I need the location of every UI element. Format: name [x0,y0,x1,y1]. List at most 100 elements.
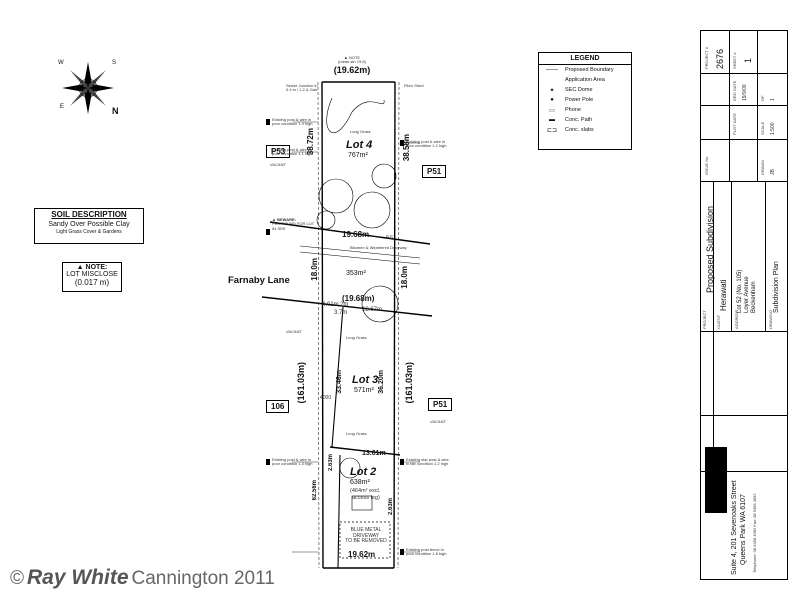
scale-label: SCALE [760,121,765,135]
warning-icon: ▲ [343,55,348,60]
fibro-note: Fibro Shed [404,83,424,88]
dim-lot3-bottom: 13.61m [362,450,386,457]
legend-item-label: Conc. slabs [565,127,594,133]
legend-item: ▭ Phone [539,105,631,115]
issue-label: ISSUE No. [704,155,709,175]
bitumen-note: Bitumen & Weathered Driveway [350,245,407,250]
phone-icon: ▭ [549,107,555,114]
long-grass: Long Grass [346,335,367,340]
trees [316,97,399,479]
lot-boundary [261,81,433,569]
drg-date-label: DRG DATE [732,80,737,101]
dim-lane-bottom: 13.67m [362,307,383,313]
drawn-label: DRAWN [760,160,765,175]
dim-lane-small: 2m [340,302,349,308]
lot-misclose-note: ▲ NOTE: LOT MISCLOSE (0.017 m) [62,262,122,292]
dim-lane-mid: (19.68m) [342,294,375,303]
adjacent-lot-106: 106 [266,400,290,413]
top-note: ▲ NOTE (meas stn 19.6) (19.62m) [322,55,382,75]
company-address2: Queens Park WA 6107 [740,494,747,565]
soil-description: SOIL DESCRIPTION Sandy Over Possible Cla… [34,208,144,244]
dim-lot4-bottom: 19.68m [342,230,370,239]
sec-dome-icon: ✦ [549,87,555,94]
adjacent-lot-p51-top: P51 [422,165,447,178]
lot-2-note: access leg) [352,495,380,501]
dim-long-right: (161.03m) [404,362,414,404]
legend-item: ⊏⊐ Conc. slabs [539,125,631,135]
drg-date: 19/9/09 [742,84,748,101]
boundary-line-icon: —— [546,67,558,73]
dim-lot2-left: 62.56m [312,480,318,501]
legend-title: LEGEND [539,53,631,65]
soil-line1: Sandy Over Possible Clay [48,221,130,228]
compass-label-w: W [58,60,64,66]
compass-label-n: N [112,106,119,116]
drawn-value: JB [770,169,776,175]
legend-item: Application Area [539,75,631,85]
note-top-sub: (meas stn 19.6) [338,59,366,65]
vacant-label: VACANT [430,419,446,424]
soil-title: SOIL DESCRIPTION [51,210,127,219]
lot-4-label: Lot 4 [346,139,373,151]
legend-item: ▬ Conc. Path [539,115,631,125]
title-block: PROJECT # 2676 DRG DATE 19/9/09 SHEET # … [700,30,788,580]
conc-path-icon: ▬ [549,117,555,123]
lot-4-area: 767m² [348,152,368,159]
note-line1: LOT MISCLOSE [66,271,118,278]
legend-item-label: Phone [565,107,581,113]
lot-2-area: 638m² [350,479,370,486]
top-dimension: (19.62m) [333,64,371,75]
drawing-name: Subdivision Plan [773,261,780,313]
adjacent-lot-p53: P53 [266,145,291,158]
beware-note: ▲ BEWARE: PEG FOUND FOR LOT 54 SEE [272,217,316,231]
scale-value: 1:500 [770,122,776,135]
dim-lot2-diag: 2.63m [328,454,334,472]
dim-long-left: (161.03m) [296,362,306,404]
vacant-label: VACANT [270,162,286,167]
fence-note: Existing star post & wire in fair condit… [406,457,449,467]
sheet-label: SHEET # [732,52,737,69]
adjacent-lot-p51-bottom: P51 [428,398,453,411]
compass-label-e: E [60,104,65,110]
copyright-symbol: © [10,568,24,589]
fence-note: Existing post & wire in poor condition 1… [272,117,313,127]
legend: LEGEND —— Proposed Boundary Application … [538,52,632,150]
long-grass: Long Grass [346,431,367,436]
compass-label-s: S [112,60,117,66]
address-line2: Loyer Avenue [744,276,750,313]
legend-item-label: Application Area [565,77,605,83]
dim-bottom: 19.62m [348,550,376,559]
beware-title: ▲ BEWARE: [272,217,296,222]
dim-lane-small: 4.01m [322,302,339,308]
dim-lane-right: 18.0m [400,266,409,289]
fence-note: Existing post & wire in poor condition 1… [406,139,447,149]
sheet-total: 1 [770,98,776,101]
long-grass: Long Grass [350,129,371,134]
warning-icon: ▲ [76,264,84,271]
company-address1: Suite 4, 201 Sevenoaks Street [731,480,738,575]
address-line3: Beckenham [751,281,757,313]
project-name: Proposed Subdivision [705,205,715,293]
fence-note: Existing post & wire in poor condition 1… [272,457,313,467]
watermark: © Ray White Cannington 2011 [10,566,275,590]
dim-lot3-right: 36.20m [378,370,385,394]
sheet-no: 1 [743,57,753,63]
dim-lot2-right: 2.63m [388,498,394,516]
legend-item-label: Proposed Boundary [565,67,614,73]
lane-area: 353m² [346,270,366,277]
watermark-suffix: Cannington 2011 [131,568,275,589]
lot-2-note: (464m² excl. [350,488,381,494]
beware-text: PEG FOUND FOR LOT 54 SEE [272,221,315,231]
client-name: Herawati [719,279,728,311]
fence-note: Existing post & wire in poor condition 1… [272,147,313,157]
warning-icon: ▲ [272,217,276,222]
dim-small: 9.6 [386,235,393,241]
legend-item-label: Conc. Path [565,117,593,123]
address-line1: Lot 52 (No. 105) [737,269,743,313]
legend-item-label: SEC Dome [565,87,593,93]
project-label: PROJECT [702,310,707,329]
project-no: 2676 [715,48,725,69]
note-top-title: ▲ NOTE [343,55,361,60]
soil-line2: Light Grass Cover & Gardens [56,229,122,235]
compass-rose [62,62,114,114]
